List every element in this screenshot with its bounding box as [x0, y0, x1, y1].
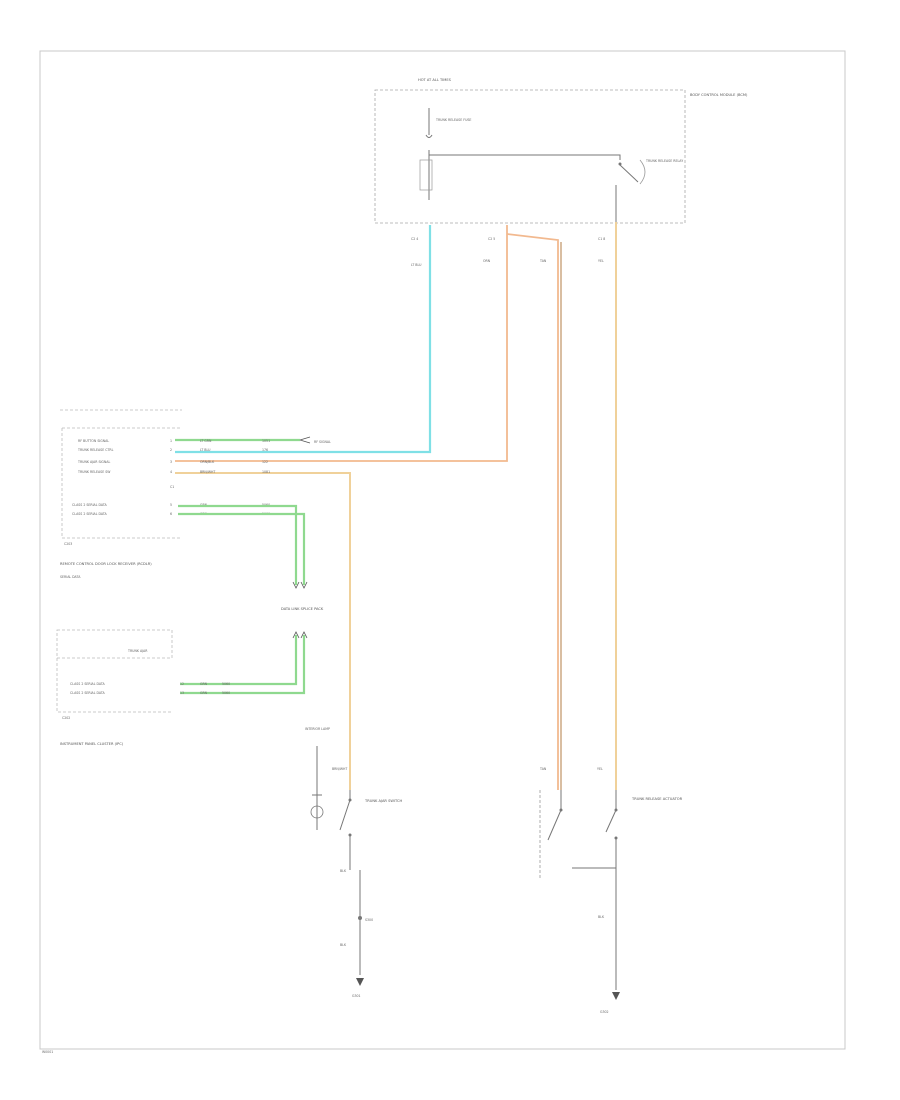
bcm-right-label: BODY CONTROL MODULE (BCM): [690, 93, 748, 97]
relay-coil: [428, 150, 621, 200]
wire-green-rcdlr-2: [178, 512, 306, 585]
wire-light-blue: [175, 225, 432, 454]
ipc-label: INSTRUMENT PANEL CLUSTER (IPC): [60, 742, 124, 746]
rcdlr-connector: C203: [64, 542, 72, 546]
wire-label-mid-b: TAN: [539, 259, 547, 263]
wire-green-rcdlr-1: [178, 504, 298, 585]
interior-lamp-label: INTERIOR LAMP: [305, 727, 330, 731]
ipc-row-label: CLASS 2 SERIAL DATA: [70, 682, 106, 686]
right-ground-label: G302: [600, 1010, 609, 1014]
rcdlr-serial-label: SERIAL DATA: [60, 575, 81, 579]
left-switch-label: TRUNK AJAR SWITCH: [364, 799, 402, 803]
ipc-row-pin: 13: [180, 691, 184, 695]
rcdlr-row-circuit: 176: [262, 448, 268, 452]
left-splice-label: S300: [365, 918, 373, 922]
ipc-row-wire: GRN: [200, 691, 208, 695]
rcdlr-footer: REMOTE CONTROL DOOR LOCK RECEIVER (RCDLR…: [60, 562, 152, 566]
rcdlr-row-pin: 2: [170, 448, 172, 452]
wire-label-right: YEL: [598, 259, 604, 263]
left-ground-label: G301: [352, 994, 361, 998]
rcdlr-row-label: TRUNK RELEASE CTRL: [77, 448, 114, 452]
rcdlr-row-pin: 4: [170, 470, 172, 474]
bcm-header-label: HOT AT ALL TIMES: [418, 78, 452, 82]
wire-green-ipc-1: [180, 635, 298, 686]
svg-text:RF SIGNAL: RF SIGNAL: [314, 440, 331, 444]
splice-label: DATA LINK SPLICE PACK: [281, 607, 324, 611]
bcm-fuse-label: TRUNK RELEASE FUSE: [435, 118, 471, 122]
trunk-switch-right: TAN YEL TRUNK RELEASE ACTUATOR BLK G302: [539, 767, 683, 1014]
ipc-row-label: CLASS 2 SERIAL DATA: [70, 691, 106, 695]
right-switch-label: TRUNK RELEASE ACTUATOR: [631, 797, 683, 801]
rcdlr-row-circuit: 1081: [262, 470, 270, 474]
right-wire-top-a: TAN: [539, 767, 547, 771]
rcdlr-row-wire: LT GRN: [200, 439, 212, 443]
rcdlr-row-label: RF BUTTON SIGNAL: [78, 439, 109, 443]
right-wire-top-b: YEL: [597, 767, 603, 771]
diagram-id: W0001: [42, 1050, 53, 1054]
ipc-display: TRUNK AJAR: [127, 649, 148, 653]
rcdlr-row-wire: LT BLU: [200, 448, 211, 452]
rcdlr-lan-label: CLASS 2 SERIAL DATA: [72, 503, 108, 507]
right-wire-mid-label: BLK: [598, 915, 605, 919]
rcdlr-row-pin: 1: [170, 439, 172, 443]
pin-label-left: C2 4: [411, 237, 418, 241]
bcm-relay-label: TRUNK RELEASE RELAY: [645, 159, 683, 163]
left-wire-bot-label: BLK: [340, 943, 347, 947]
ipc-row-circuit: 5060: [222, 682, 230, 686]
rcdlr-row-wire: ORN/BLK: [200, 460, 215, 464]
rcdlr-row-circuit: 122: [262, 460, 268, 464]
wire-orange: [175, 225, 508, 462]
ipc-row-pin: 12: [180, 682, 184, 686]
ipc-row-wire: GRN: [200, 682, 208, 686]
rcdlr-extra-pin: C1: [170, 485, 174, 489]
outer-frame: [39, 50, 846, 1050]
rcdlr-row-label: TRUNK RELEASE SW: [77, 470, 111, 474]
rcdlr-row-label: TRUNK AJAR SIGNAL: [77, 460, 110, 464]
trunk-switch-left: INTERIOR LAMP BRN/WHT TRUNK AJAR SWITCH …: [305, 727, 402, 998]
rcdlr-lan-pin: 5: [170, 503, 172, 507]
rcdlr-row-wire: BRN/WHT: [200, 470, 215, 474]
wire-green-ipc-2: [180, 635, 306, 695]
ipc-connector: C202: [62, 716, 70, 720]
bcm-box: HOT AT ALL TIMES BODY CONTROL MODULE (BC…: [374, 78, 748, 224]
left-wire-mid-label: BLK: [340, 869, 347, 873]
pin-label-mid: C2 5: [488, 237, 495, 241]
wire-yellow-left: [175, 472, 351, 790]
relay-switch: [615, 164, 639, 222]
wire-label-left: LT BLU: [411, 263, 422, 267]
rcdlr-row-circuit: 1051: [262, 439, 270, 443]
left-wire-top-label: BRN/WHT: [332, 767, 347, 771]
rcdlr-lan-label: CLASS 2 SERIAL DATA: [72, 512, 108, 516]
ipc-row-circuit: 5060: [222, 691, 230, 695]
wire-orange-branch: [506, 233, 559, 790]
rcdlr-row-pin: 3: [170, 460, 172, 464]
pin-label-right: C1 8: [598, 237, 605, 241]
wire-label-mid-a: ORN: [483, 259, 491, 263]
rcdlr-lan-pin: 6: [170, 512, 172, 516]
